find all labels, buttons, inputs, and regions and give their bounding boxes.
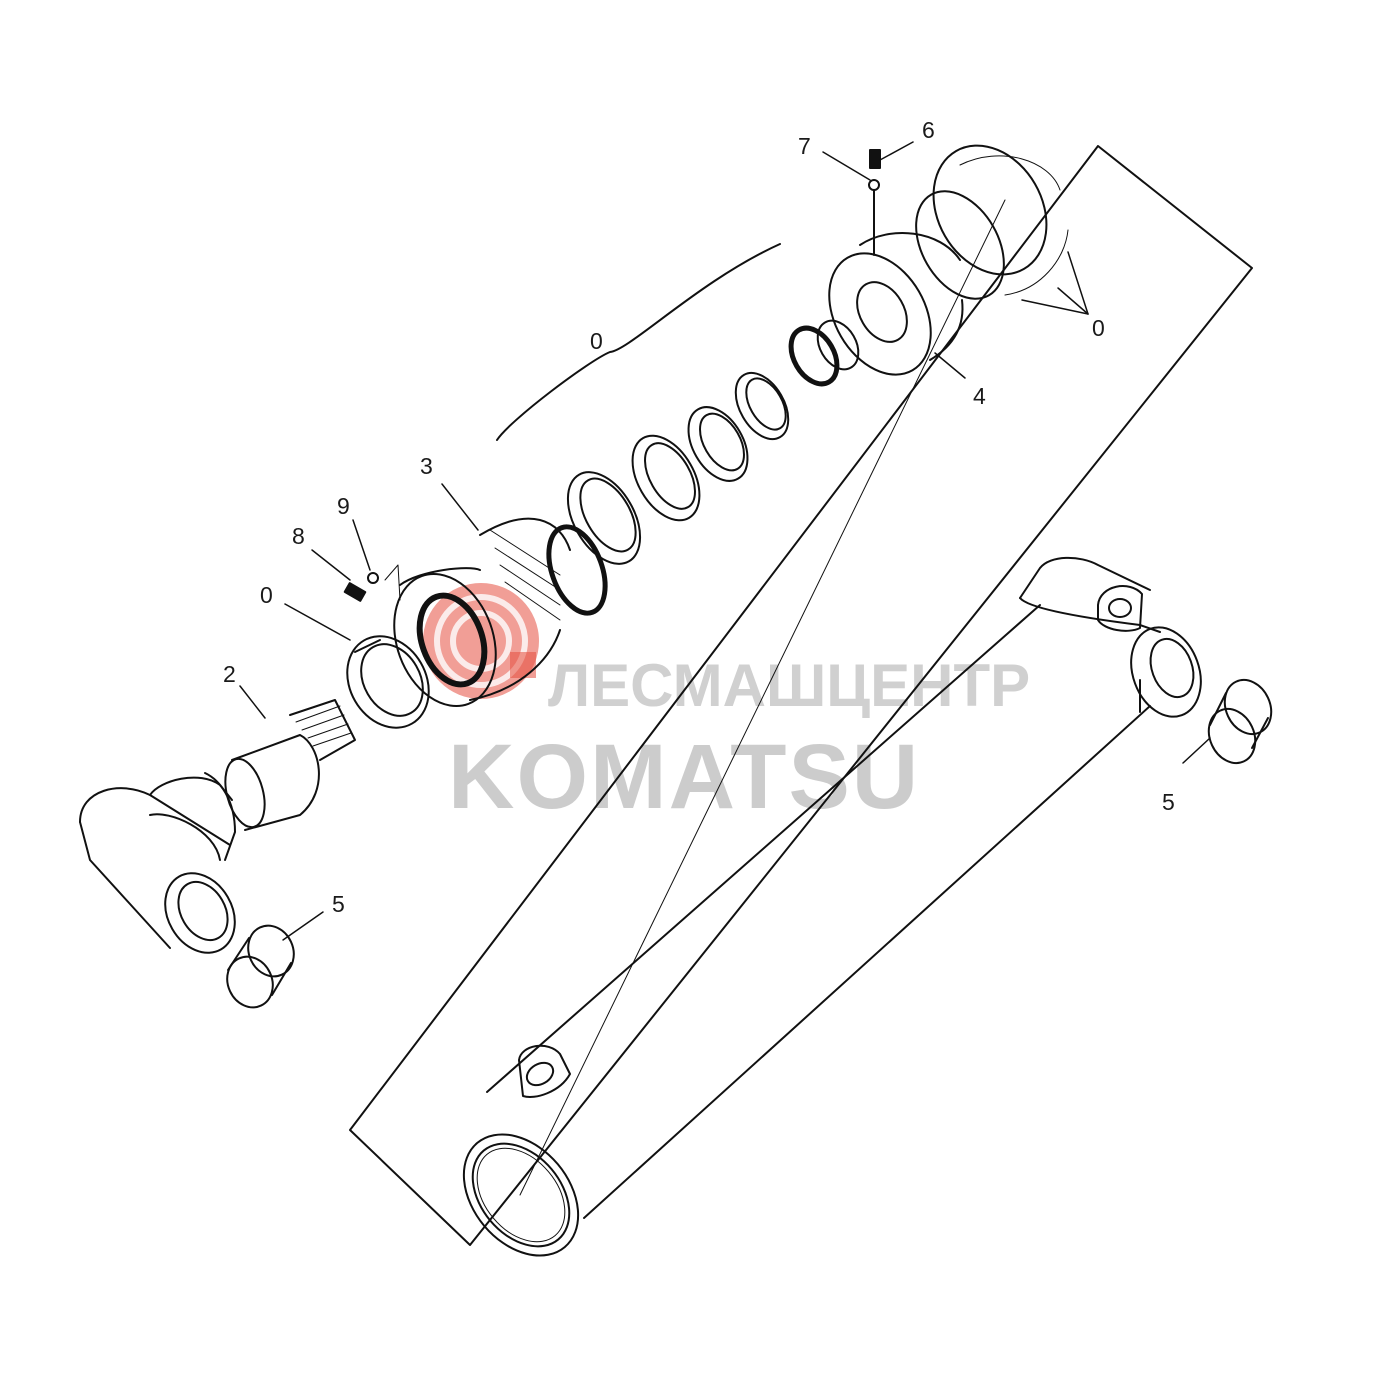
- callout-6: 6: [922, 117, 935, 143]
- callout-0-piston-seals: 0: [1092, 315, 1105, 341]
- set-screw-left: [343, 564, 401, 602]
- group-bracket: [349, 145, 1253, 1246]
- callout-5-left: 5: [332, 891, 345, 917]
- seal-ring-left: [346, 635, 430, 729]
- rod-end-eye: [79, 772, 236, 954]
- bushing-right: [1207, 678, 1273, 765]
- piston-rod-threaded-end: [224, 699, 356, 831]
- callout-3: 3: [420, 453, 433, 479]
- callout-9: 9: [337, 493, 350, 519]
- center-axis: [519, 199, 1006, 1196]
- callout-0-packing: 0: [590, 328, 603, 354]
- callout-4: 4: [973, 383, 986, 409]
- callout-2: 2: [223, 661, 236, 687]
- set-screw-top: [868, 149, 881, 256]
- callout-5-right: 5: [1162, 789, 1175, 815]
- leader-lines: [239, 141, 1211, 941]
- piston: [828, 232, 964, 376]
- cylinder-tube: [462, 556, 1202, 1257]
- packing-rings: [566, 319, 860, 565]
- bushing-left: [226, 924, 295, 1009]
- watermark: ЛЕСМАШЦЕНТР KOMATSU: [423, 583, 1030, 828]
- callout-0-ring: 0: [260, 582, 273, 608]
- watermark-company-ru: ЛЕСМАШЦЕНТР: [548, 652, 1030, 719]
- bracket-top: [496, 243, 781, 441]
- watermark-brand: KOMATSU: [448, 726, 920, 828]
- callout-8: 8: [292, 523, 305, 549]
- cylinder-head: [393, 517, 608, 707]
- piston-seals: [915, 144, 1069, 300]
- callout-7: 7: [798, 133, 811, 159]
- callout-labels: 6 7 0 0 4 3 9 8 0 2 5 5: [223, 117, 1175, 917]
